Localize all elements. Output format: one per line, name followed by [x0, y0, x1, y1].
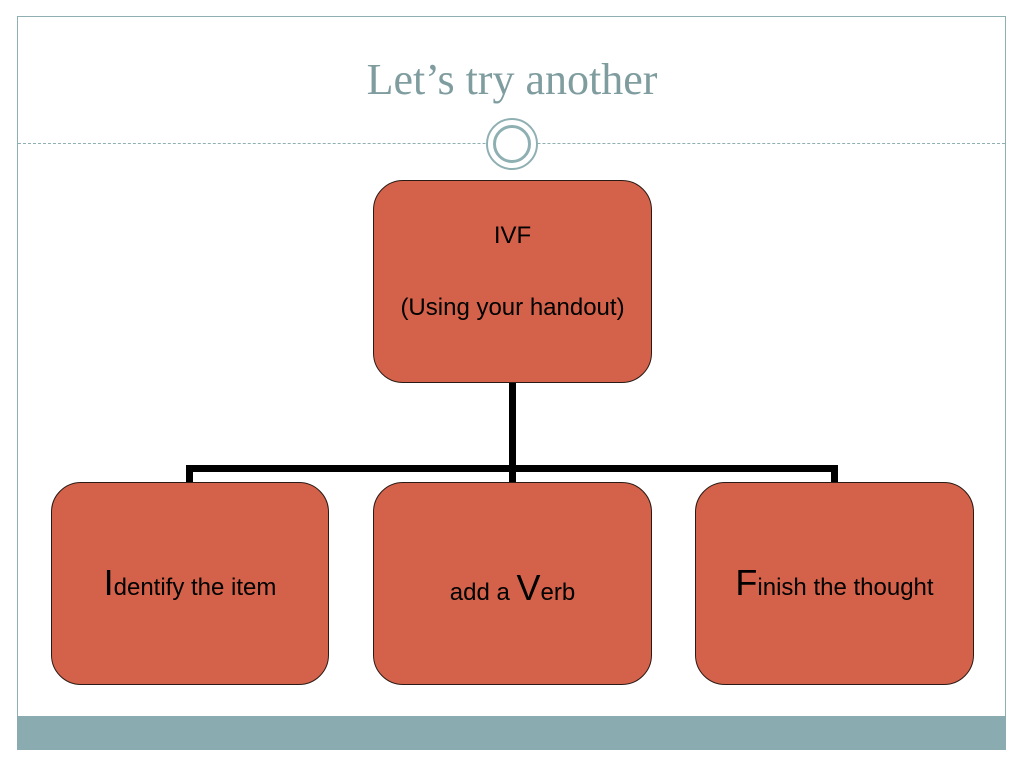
node-rest-text: dentify the item	[113, 574, 277, 601]
connector-right-drop	[831, 465, 838, 483]
diagram-node-finish: Finish the thought	[695, 482, 974, 685]
root-node-title: IVF	[493, 221, 532, 249]
node-initial-letter: I	[103, 562, 114, 603]
diagram-node-root: IVF (Using your handout)	[373, 180, 652, 383]
circle-ornament-icon	[486, 118, 538, 170]
node-label-finish: Finish the thought	[735, 565, 933, 602]
root-node-subtitle: (Using your handout)	[400, 293, 625, 321]
node-label-identify: Identify the item	[104, 565, 277, 602]
diagram-node-verb: add a Verb	[373, 482, 652, 685]
node-prefix: add a	[449, 579, 517, 606]
slide-title: Let’s try another	[366, 55, 658, 104]
node-rest-text: erb	[540, 579, 576, 606]
footer-accent-bar	[17, 716, 1006, 750]
node-rest-text: inish the thought	[757, 574, 934, 601]
connector-left-drop	[186, 465, 193, 483]
node-label-verb: add a Verb	[450, 570, 575, 607]
connector-center-drop	[509, 465, 516, 483]
node-initial-letter: V	[516, 567, 541, 608]
node-initial-letter: F	[735, 562, 758, 603]
inner-circle-icon	[493, 125, 531, 163]
diagram-node-identify: Identify the item	[51, 482, 329, 685]
connector-root-stem	[509, 383, 516, 468]
